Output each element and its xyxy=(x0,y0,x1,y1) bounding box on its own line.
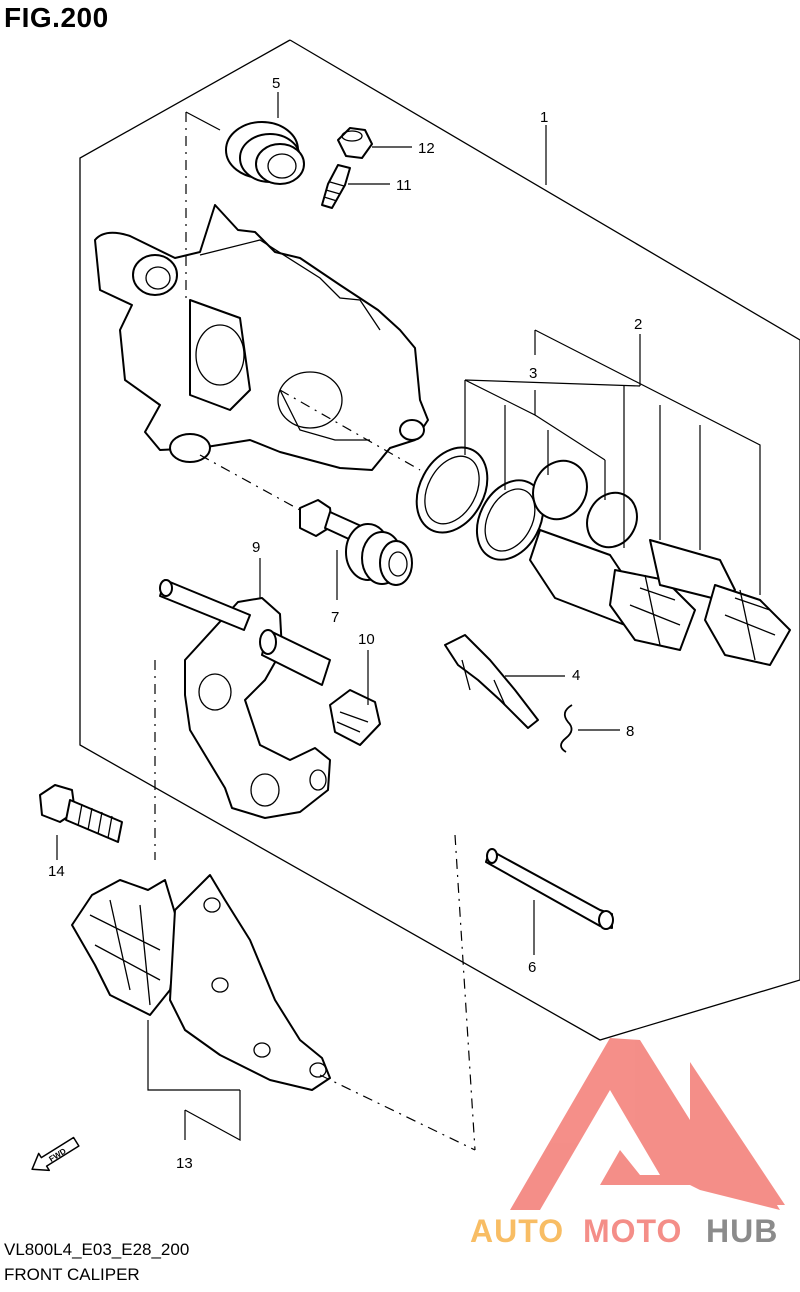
callout-12: 12 xyxy=(418,140,435,157)
part-pad-pin xyxy=(485,848,614,930)
watermark-text-hub: HUB xyxy=(706,1213,778,1249)
part-brake-pads xyxy=(71,874,331,1091)
part-pad-clip xyxy=(329,689,381,746)
callout-labels: 1 2 3 4 5 6 7 8 9 10 11 12 13 14 xyxy=(48,75,642,1172)
callout-7: 7 xyxy=(331,609,339,626)
part-bleeder-valve xyxy=(321,164,351,209)
part-slide-pin xyxy=(299,499,413,586)
callout-8: 8 xyxy=(626,723,634,740)
callout-6: 6 xyxy=(528,959,536,976)
model-code: VL800L4_E03_E28_200 xyxy=(4,1240,190,1259)
callout-3: 3 xyxy=(529,365,537,382)
callout-9: 9 xyxy=(252,539,260,556)
part-caliper-body xyxy=(94,204,429,471)
assembly-frame xyxy=(79,39,800,1041)
watermark-text-auto: AUTO xyxy=(470,1213,564,1249)
watermark-text-moto: MOTO xyxy=(583,1213,682,1249)
callout-11: 11 xyxy=(396,177,412,194)
part-bleeder-cap xyxy=(337,127,373,159)
figure-title: FIG.200 xyxy=(4,2,109,33)
callout-14: 14 xyxy=(48,863,65,880)
part-boot xyxy=(225,121,305,185)
figure-name: FRONT CALIPER xyxy=(4,1265,140,1284)
part-caliper-bracket xyxy=(159,579,331,819)
leader-lines xyxy=(56,92,761,1142)
assembly-dashed-lines xyxy=(154,112,476,1151)
part-pistons xyxy=(529,529,791,666)
part-clip-pin xyxy=(560,704,573,753)
callout-5: 5 xyxy=(272,75,280,92)
part-bracket-bolt xyxy=(39,784,123,843)
fwd-arrow-icon: FWD xyxy=(31,1136,80,1172)
watermark-logo: AUTO MOTO HUB xyxy=(470,1038,785,1249)
callout-4: 4 xyxy=(572,667,580,684)
callout-13: 13 xyxy=(176,1155,193,1172)
callout-1: 1 xyxy=(540,109,548,126)
part-seals xyxy=(415,446,638,561)
callout-2: 2 xyxy=(634,316,642,333)
callout-10: 10 xyxy=(358,631,375,648)
part-pad-spring xyxy=(444,634,539,729)
